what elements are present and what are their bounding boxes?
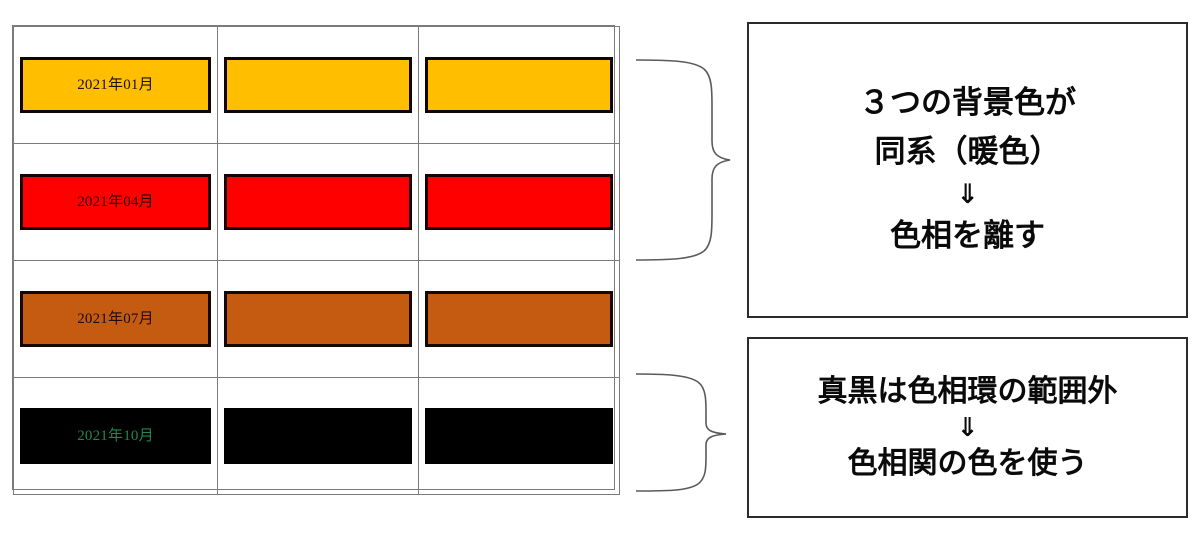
table-cell-r2c2 <box>217 143 419 261</box>
table-row: 2021年07月 <box>13 260 620 378</box>
table-cell-r1c3 <box>418 26 620 144</box>
color-swatch-april-3[interactable] <box>425 174 613 230</box>
color-swatch-july-3[interactable] <box>425 291 613 347</box>
color-swatch-january-3[interactable] <box>425 57 613 113</box>
color-swatch-october-1[interactable]: 2021年10月 <box>20 408 211 464</box>
color-swatch-october-2[interactable] <box>224 408 412 464</box>
color-swatch-january-2[interactable] <box>224 57 412 113</box>
callout-2-line-3: 色相関の色を使う <box>847 445 1088 481</box>
color-swatch-october-3[interactable] <box>425 408 613 464</box>
callout-1-line-4: 色相を離す <box>890 218 1045 254</box>
callout-black-out-of-gamut: 真黒は色相環の範囲外 ⇓ 色相関の色を使う <box>747 337 1188 518</box>
table-cell-r3c1: 2021年07月 <box>13 260 218 378</box>
color-swatch-july-2[interactable] <box>224 291 412 347</box>
color-swatch-july-1[interactable]: 2021年07月 <box>20 291 211 347</box>
color-swatch-january-1[interactable]: 2021年01月 <box>20 57 211 113</box>
callout-1-line-1: ３つの背景色が <box>859 85 1076 121</box>
table-row: 2021年01月 <box>13 26 620 144</box>
brace-lower-icon <box>635 373 727 492</box>
callout-warm-hue: ３つの背景色が 同系（暖色） ⇓ 色相を離す <box>747 22 1188 318</box>
brace-upper-icon <box>635 59 731 261</box>
table-cell-r4c2 <box>217 377 419 495</box>
table-cell-r4c3 <box>418 377 620 495</box>
table-cell-r3c2 <box>217 260 419 378</box>
table-cell-r1c1: 2021年01月 <box>13 26 218 144</box>
callout-2-down-arrow-icon: ⇓ <box>956 412 979 443</box>
table-cell-r4c1: 2021年10月 <box>13 377 218 495</box>
callout-1-down-arrow-icon: ⇓ <box>956 179 979 210</box>
color-swatch-april-2[interactable] <box>224 174 412 230</box>
color-swatch-april-1[interactable]: 2021年04月 <box>20 174 211 230</box>
table-cell-r2c3 <box>418 143 620 261</box>
table-row: 2021年04月 <box>13 143 620 261</box>
table-cell-r1c2 <box>217 26 419 144</box>
swatch-grid: 2021年01月 2021年04月 <box>13 26 620 495</box>
table-row: 2021年10月 <box>13 377 620 495</box>
callout-2-line-1: 真黒は色相環の範囲外 <box>817 373 1118 409</box>
callout-1-line-2: 同系（暖色） <box>874 134 1061 170</box>
table-cell-r2c1: 2021年04月 <box>13 143 218 261</box>
table-cell-r3c3 <box>418 260 620 378</box>
color-swatch-table: 2021年01月 2021年04月 <box>12 25 620 495</box>
